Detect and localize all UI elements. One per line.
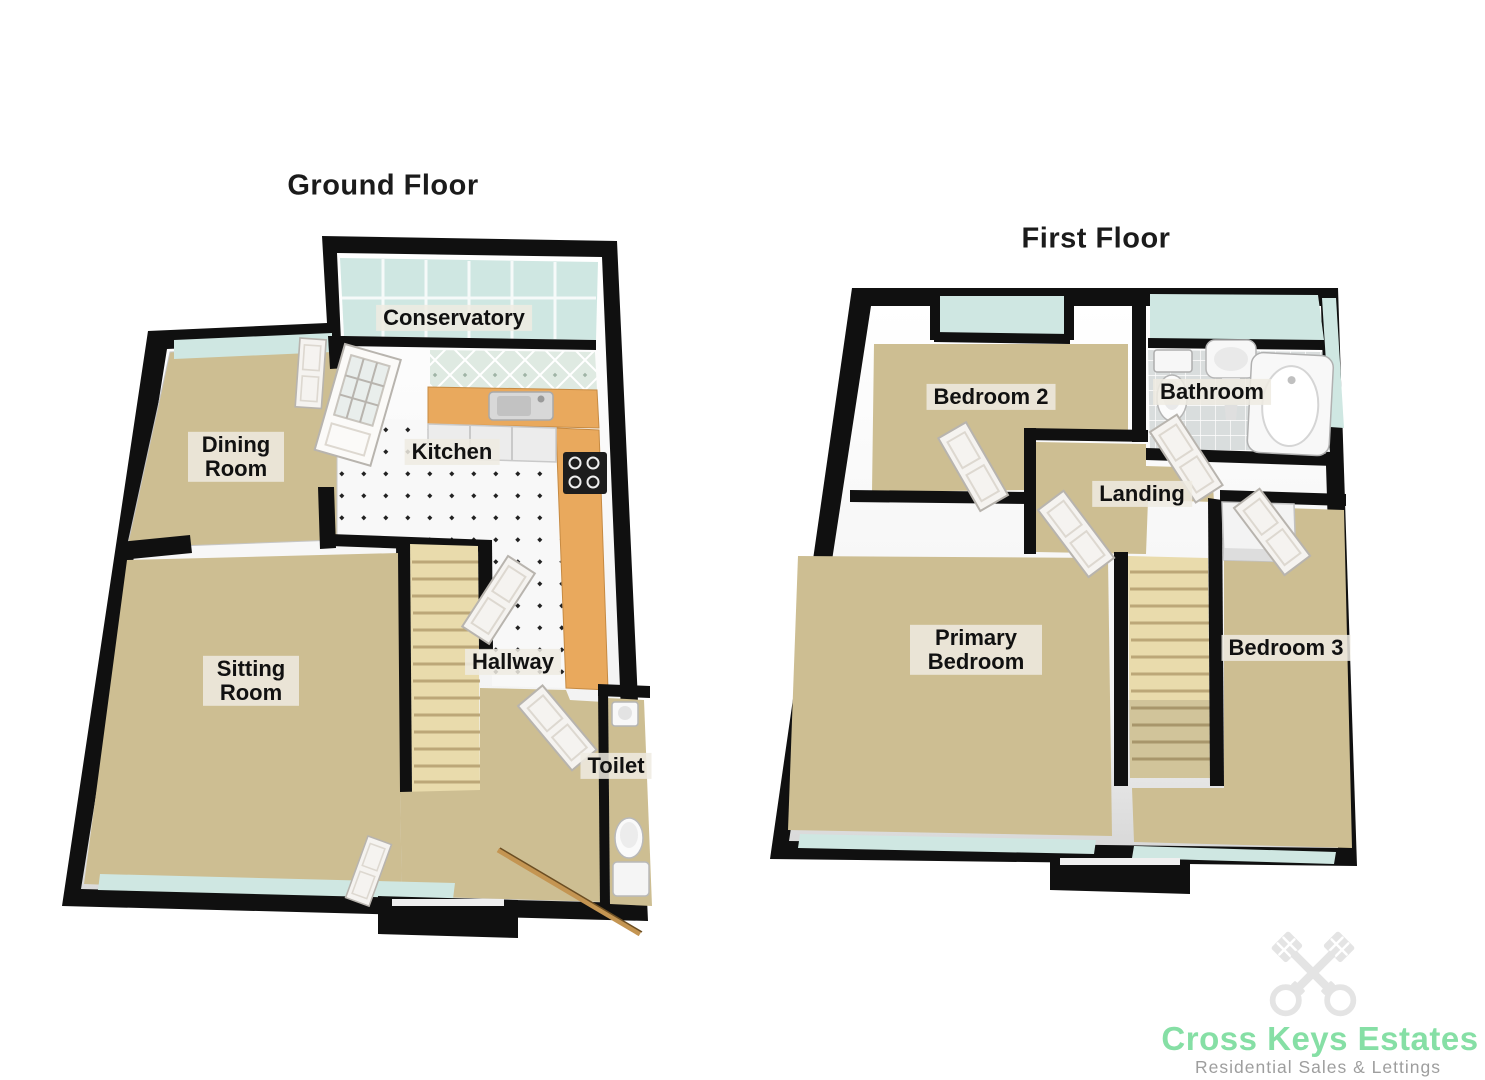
dining-divider-wall [119,535,192,560]
front-door-open [496,847,643,937]
ground-floor-plan [62,236,652,938]
ff-bottom-windows [798,834,1336,894]
sitting-room-floor [84,553,402,896]
first-floor-plan [770,288,1357,894]
brand-name: Cross Keys Estates [1161,1020,1478,1057]
bedroom2-floor [872,344,1128,492]
brand-tagline: Residential Sales & Lettings [1195,1057,1441,1077]
bedroom3-floor [1132,506,1352,848]
toilet-room [598,684,652,908]
room-label-toilet: Toilet [580,752,652,780]
room-label-bedroom-3: Bedroom 3 [1221,634,1351,662]
kitchen-sink [488,391,554,421]
room-label-sitting-room: Sitting Room [203,655,299,707]
brand-logo: Cross Keys Estates Residential Sales & L… [1161,931,1478,1077]
ff-stairwell [1114,498,1224,786]
toilet-sink-fixture [611,701,639,727]
bathtub-fixture [1246,351,1335,457]
dining-window [174,333,332,359]
ground-floor-title: Ground Floor [287,169,479,202]
room-label-primary-bedroom: Primary Bedroom [910,624,1042,676]
room-label-bedroom-2: Bedroom 2 [926,383,1056,411]
first-floor-title: First Floor [1021,222,1171,255]
conservatory-floor [430,350,597,390]
primary-bedroom-floor [788,556,1112,836]
gf-front-door-step [378,896,518,938]
toilet-fixture [612,817,650,897]
room-label-bathroom: Bathroom [1153,378,1271,406]
hob-fixture [563,452,607,494]
room-label-kitchen: Kitchen [404,438,500,466]
crossed-keys-icon [1269,931,1357,1017]
gf-doors [294,337,643,937]
room-label-hallway: Hallway [465,648,561,676]
room-label-conservatory: Conservatory [376,304,532,332]
room-label-dining-room: Dining Room [188,431,284,483]
room-label-landing: Landing [1092,480,1192,508]
bedroom2-window-bay [930,288,1074,344]
